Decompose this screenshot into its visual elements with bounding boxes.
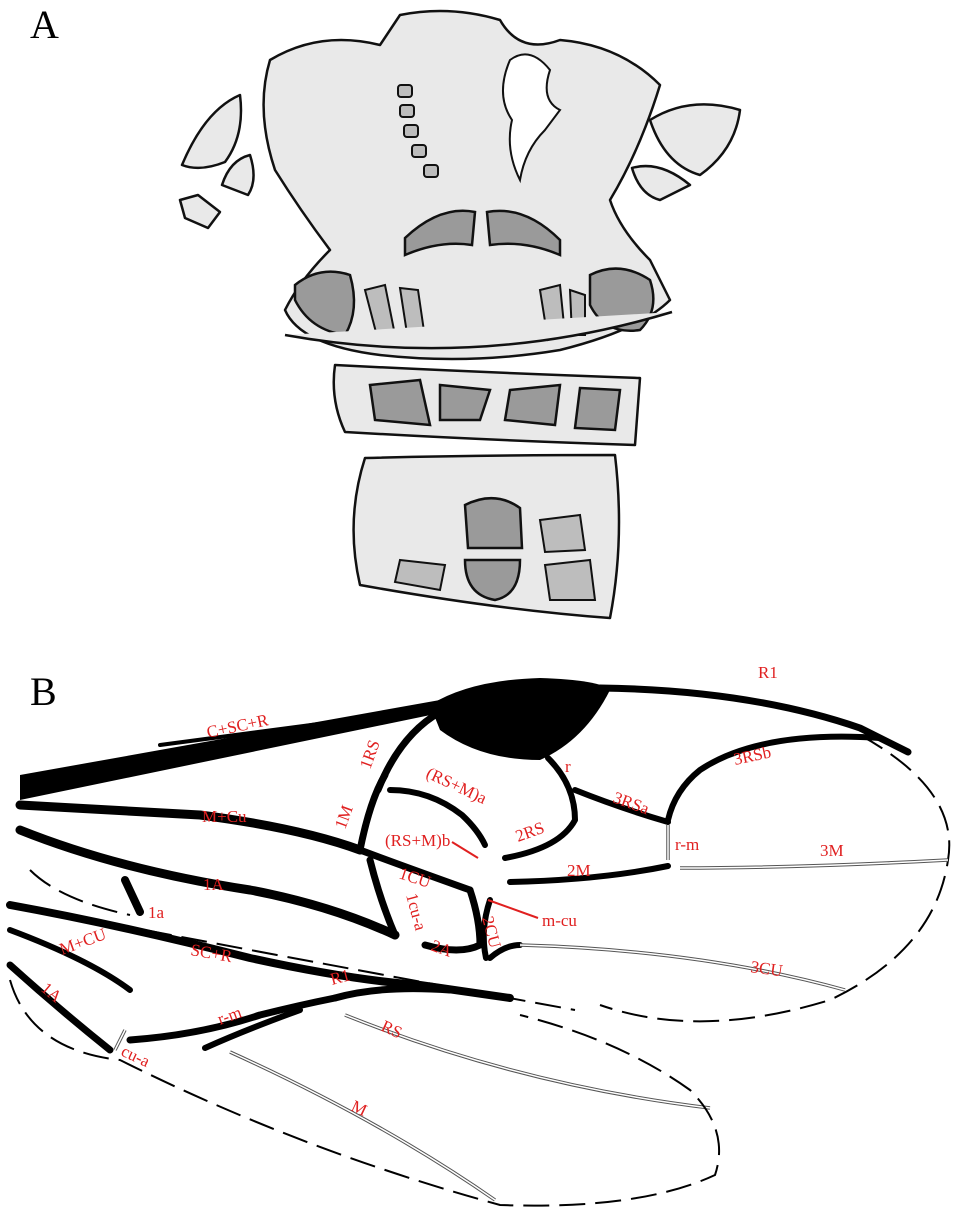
label-3rsb: 3RSb <box>732 742 773 768</box>
label-2a: 2A <box>429 936 456 961</box>
panel-a-letter: A <box>30 2 59 47</box>
label-rs-m-b: (RS+M)b <box>385 831 450 850</box>
label-m-cu: M+Cu <box>202 807 247 826</box>
label-hw-sc-r: SC+R <box>189 940 234 966</box>
label-hw-m-cu: M+CU <box>57 924 109 958</box>
label-hw-r1: R1 <box>328 965 352 988</box>
label-1rs: 1RS <box>356 737 384 771</box>
mesosoma-drawing <box>180 11 740 618</box>
label-2rs: 2RS <box>513 818 547 846</box>
label-1a-small: 1a <box>148 903 165 922</box>
label-r1: R1 <box>758 663 778 682</box>
label-2m: 2M <box>567 861 591 880</box>
label-1m: 1M <box>331 803 357 832</box>
label-1a: 1A <box>203 875 225 894</box>
hindwing-labels: M+CU SC+R R1 1A r-m RS cu-a M <box>37 924 405 1120</box>
panel-b-letter: B <box>30 669 57 714</box>
label-1cu: 1CU <box>397 864 433 892</box>
label-3m: 3M <box>820 841 844 860</box>
label-3cu: 3CU <box>749 957 783 980</box>
label-hw-cu-a: cu-a <box>118 1041 153 1071</box>
label-hw-1a: 1A <box>37 979 66 1007</box>
label-hw-m: M <box>348 1096 370 1120</box>
label-r-m: r-m <box>675 835 699 854</box>
forewing <box>20 678 949 1021</box>
label-m-cu-cross: m-cu <box>542 911 577 930</box>
label-1cu-a: 1cu-a <box>402 891 430 933</box>
label-hw-rs: RS <box>378 1016 405 1042</box>
label-3rsa: 3RSa <box>611 788 653 819</box>
label-r: r <box>565 757 571 776</box>
